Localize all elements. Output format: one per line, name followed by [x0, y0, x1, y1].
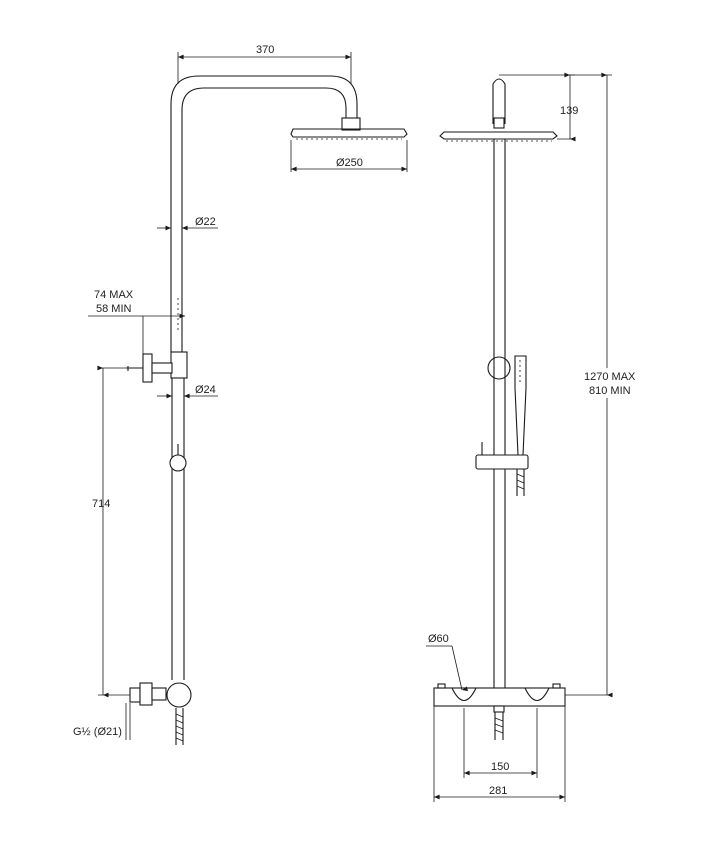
- front-view: 139 1270 MAX 810 MIN Ø60 150 281: [426, 72, 636, 802]
- mixer-body: [166, 682, 192, 708]
- hose-coil: [175, 713, 184, 742]
- dim-head-drop: 139: [560, 105, 578, 117]
- mixer-outlet: [493, 705, 505, 713]
- head-connector-front: [493, 117, 505, 129]
- dim-wall-max: 74 MAX: [94, 289, 134, 301]
- handset-hose: [516, 469, 525, 496]
- wall-screw: [126, 366, 143, 371]
- handset: [514, 355, 527, 456]
- dim-wall-min: 58 MIN: [96, 303, 132, 315]
- mixer-hose: [494, 712, 504, 740]
- dim-upper-pipe: Ø22: [195, 216, 216, 228]
- dim-inlet-thread: G½ (Ø21): [73, 726, 122, 738]
- gooseneck-arm-outer: [170, 75, 358, 352]
- head-connector: [341, 117, 361, 131]
- dim-lower-pipe: Ø24: [195, 384, 216, 396]
- riser-bracket: [170, 351, 188, 379]
- dim-height-max: 1270 MAX: [584, 371, 636, 383]
- dim-arm-width: 370: [256, 44, 274, 56]
- slider-knob: [169, 454, 187, 472]
- right-knob: [524, 687, 550, 702]
- gooseneck-arm-inner: [181, 87, 347, 352]
- inlet-elbow: [139, 682, 153, 706]
- wall-plate: [142, 353, 153, 383]
- wall-arm: [151, 362, 173, 374]
- inlet-pipe: [151, 687, 167, 701]
- side-view: 370 Ø250 Ø22 74 MAX 58 MIN Ø24 714 G½ (Ø…: [73, 44, 408, 745]
- dim-knob: Ø60: [428, 633, 449, 645]
- dim-mixer-width: 281: [489, 785, 507, 797]
- shower-head-side: [290, 128, 408, 138]
- inlet-thread: [129, 687, 141, 703]
- dim-head-diameter: Ø250: [336, 157, 363, 169]
- dim-inlet-centres: 150: [491, 761, 509, 773]
- riser-clamp: [487, 356, 511, 380]
- shower-head-front: [439, 131, 558, 140]
- arm-front: [492, 78, 506, 124]
- dim-height-min: 810 MIN: [589, 385, 631, 397]
- left-knob: [451, 687, 477, 702]
- slider-front: [475, 454, 529, 470]
- dim-inlet-height: 714: [92, 498, 110, 510]
